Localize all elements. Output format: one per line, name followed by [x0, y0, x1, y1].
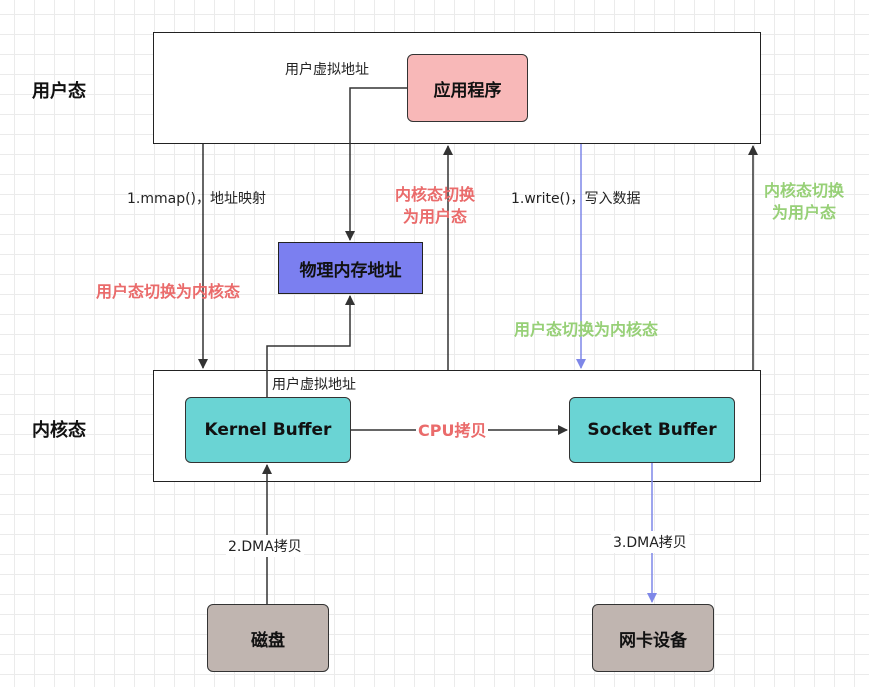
dma-copy-out-label: 3.DMA拷贝	[611, 531, 689, 553]
app-to-physical-memory-arrow	[345, 87, 407, 241]
user-virtual-address-label-top: 用户虚拟地址	[285, 62, 369, 78]
switch-user-to-kernel-note-2: 用户态切换为内核态	[514, 320, 659, 339]
nic-box: 网卡设备	[592, 604, 714, 672]
switch-kernel-to-user-note-2-line1: 内核态切换	[763, 181, 844, 200]
dma-copy-in-label: 2.DMA拷贝	[226, 535, 304, 557]
write-label: 1.write()，写入数据	[511, 191, 641, 207]
user-virtual-address-label-kernel: 用户虚拟地址	[272, 377, 356, 393]
disk-box: 磁盘	[207, 604, 329, 672]
socket-buffer-box: Socket Buffer	[569, 397, 735, 463]
switch-kernel-to-user-note-1: 内核态切换 为用户态	[385, 184, 485, 228]
kernel-buffer-to-physical-memory-arrow	[266, 295, 355, 397]
switch-kernel-to-user-note-2-line2: 为用户态	[771, 203, 836, 222]
switch-kernel-to-user-note-1-line2: 为用户态	[402, 207, 467, 226]
kernel-buffer-box: Kernel Buffer	[185, 397, 351, 463]
switch-kernel-to-user-note-2: 内核态切换 为用户态	[752, 180, 856, 224]
mmap-label: 1.mmap()，地址映射	[127, 191, 267, 207]
kernel-mode-label: 内核态	[32, 420, 86, 441]
cpu-copy-label: CPU拷贝	[416, 420, 489, 442]
switch-user-to-kernel-note-1: 用户态切换为内核态	[96, 282, 241, 301]
app-box: 应用程序	[407, 54, 528, 122]
user-mode-label: 用户态	[32, 81, 86, 102]
switch-kernel-to-user-note-1-line1: 内核态切换	[394, 185, 475, 204]
physical-memory-box: 物理内存地址	[278, 242, 423, 294]
